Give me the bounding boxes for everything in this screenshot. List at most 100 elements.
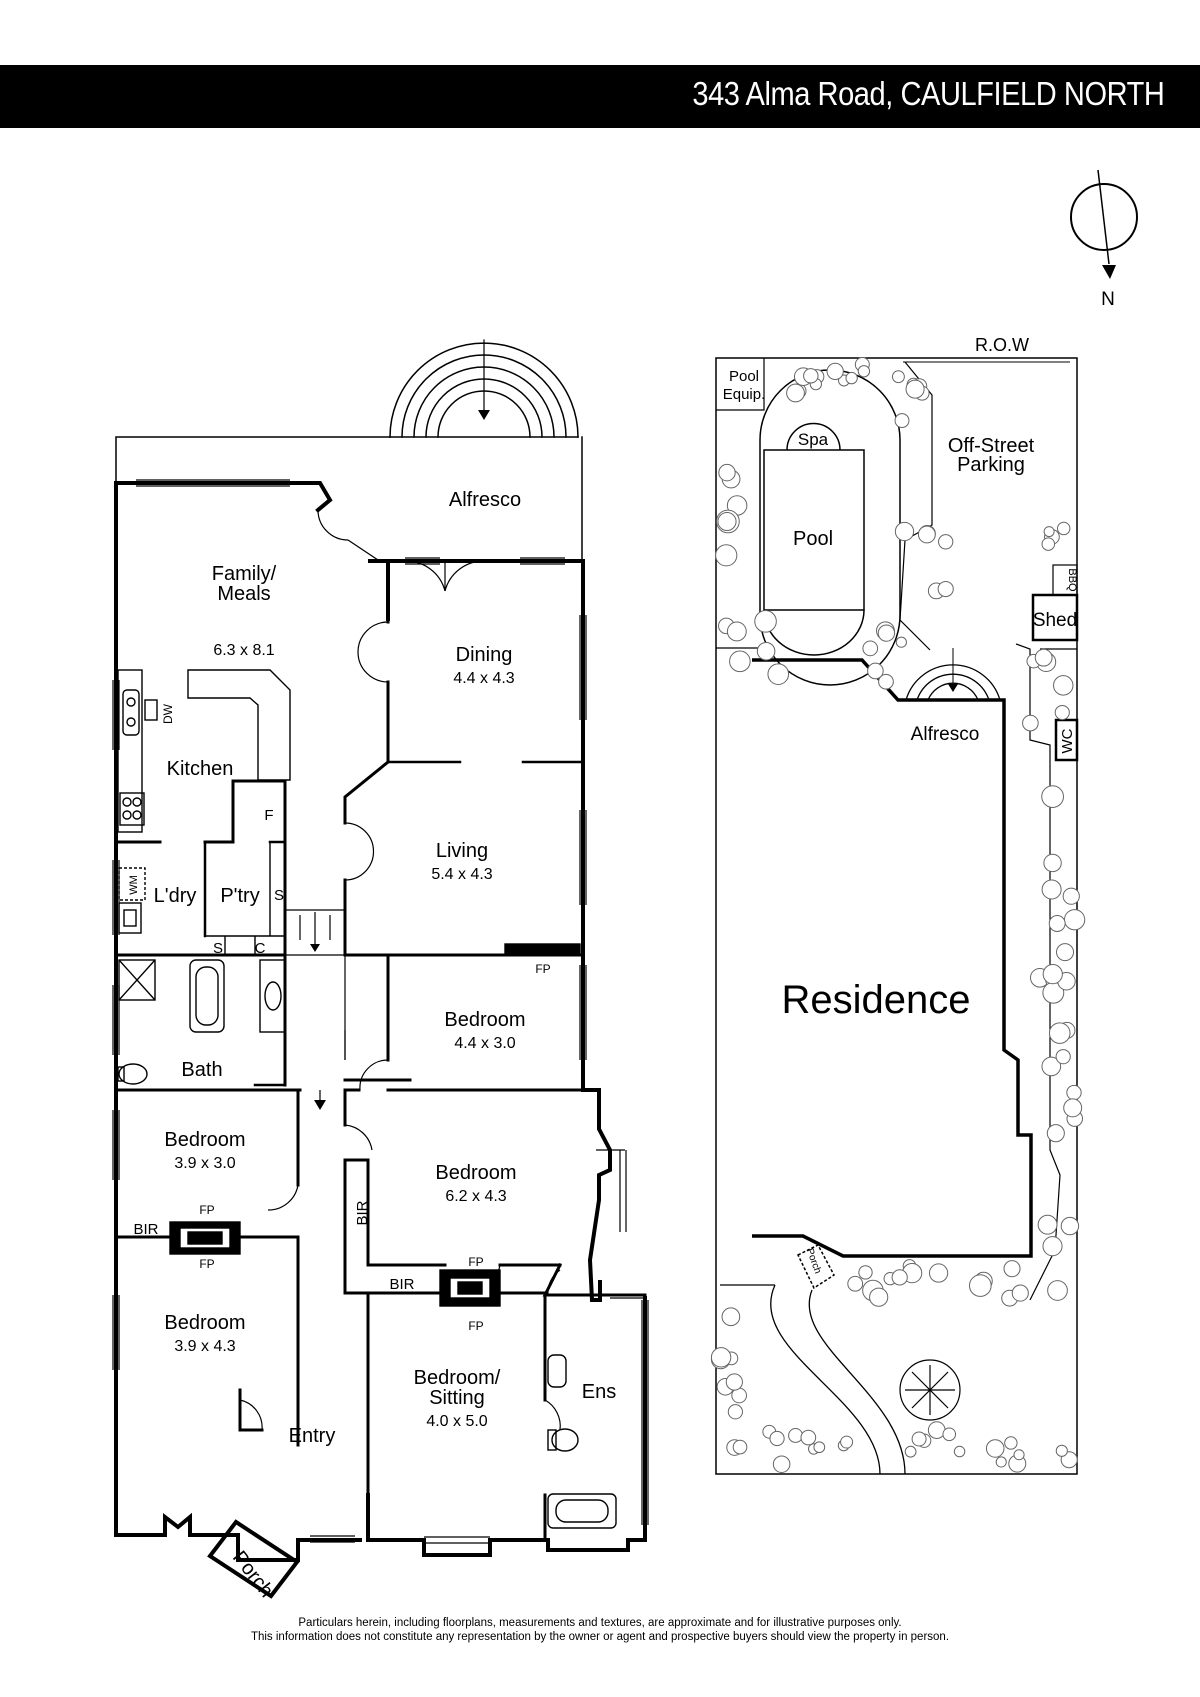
shrub-icon — [1013, 1449, 1025, 1461]
room-living-size: 5.4 x 4.3 — [431, 866, 492, 883]
shrub-icon — [927, 1421, 946, 1439]
shrub-icon — [772, 1455, 791, 1473]
shrub-icon — [1055, 1444, 1068, 1457]
shrub-icon — [1057, 521, 1071, 536]
shrub-icon — [717, 511, 737, 532]
shrub-icon — [857, 365, 871, 378]
property-address: 343 Alma Road, CAULFIELD NORTH — [691, 75, 1165, 112]
label-shed: Shed — [1033, 610, 1077, 631]
label-bbq: BBQ — [1066, 568, 1078, 592]
shrub-icon — [878, 673, 894, 690]
room-bedroom-sitting-2: Sitting — [429, 1387, 485, 1409]
label-pool: Pool — [793, 528, 833, 550]
room-bedroom-sitting-size: 4.0 x 5.0 — [426, 1413, 487, 1430]
disclaimer-line-2: This information does not constitute any… — [250, 1631, 950, 1643]
room-dining-size: 4.4 x 4.3 — [453, 670, 514, 687]
shrub-icon — [727, 1404, 743, 1420]
fixture-s: S — [213, 940, 223, 957]
shrub-icon — [1048, 915, 1066, 932]
shrub-icon — [1043, 853, 1062, 873]
shrub-icon — [858, 1265, 873, 1280]
shrub-icon — [1041, 785, 1064, 808]
room-family-meals-2: Meals — [217, 583, 270, 605]
shrub-icon — [1041, 537, 1056, 551]
shrub-icon — [968, 1274, 992, 1297]
shrub-icon — [1048, 1022, 1071, 1044]
shrub-icon — [726, 621, 747, 642]
room-ensuite: Ens — [582, 1381, 616, 1403]
fixture-fp-3a: FP — [468, 1255, 483, 1269]
room-bedroom-2-size: 3.9 x 3.0 — [174, 1155, 235, 1172]
room-bedroom-sitting: Bedroom/ — [414, 1367, 501, 1389]
shrub-icon — [894, 521, 915, 542]
room-dining: Dining — [456, 644, 513, 666]
shrub-icon — [905, 379, 925, 399]
room-bedroom-3: Bedroom — [435, 1162, 516, 1184]
room-bedroom-1: Bedroom — [444, 1009, 525, 1031]
shrub-icon — [813, 1441, 826, 1454]
shrub-icon — [937, 580, 954, 598]
shrub-icon — [1054, 704, 1070, 721]
shrub-icon — [1043, 526, 1055, 538]
room-bedroom-4-size: 3.9 x 4.3 — [174, 1338, 235, 1355]
label-parking-2: Parking — [957, 454, 1025, 476]
shrub-icon — [985, 1439, 1005, 1458]
room-family-meals: Family/ — [212, 563, 277, 585]
fixture-fp-3b: FP — [468, 1319, 483, 1333]
room-bedroom-4: Bedroom — [164, 1312, 245, 1334]
shrub-icon — [721, 1307, 741, 1327]
label-alfresco: Alfresco — [911, 724, 980, 745]
shrub-icon — [1003, 1260, 1021, 1278]
shrub-icon — [1060, 1216, 1080, 1236]
fixture-bir-1: BIR — [133, 1221, 158, 1238]
label-residence: Residence — [781, 978, 970, 1022]
shrub-icon — [1066, 1084, 1082, 1101]
shrub-icon — [938, 534, 954, 550]
shrub-icon — [895, 636, 907, 648]
shrub-icon — [1063, 909, 1086, 931]
shrub-icon — [1011, 1284, 1029, 1302]
shrub-icon — [891, 1269, 908, 1286]
room-laundry: L'dry — [154, 885, 197, 907]
shrub-icon — [1046, 1124, 1065, 1143]
shrub-icon — [904, 1445, 917, 1458]
shrub-icon — [869, 1287, 889, 1307]
shrub-icon — [840, 1435, 854, 1449]
shrub-icon — [1053, 675, 1074, 696]
label-pool-equip-2: Equip. — [723, 386, 766, 403]
shrub-icon — [1034, 648, 1053, 667]
room-living: Living — [436, 840, 488, 862]
fixture-fp-2b: FP — [199, 1257, 214, 1271]
shrub-icon — [732, 1439, 748, 1455]
shrub-icon — [725, 1373, 743, 1391]
room-entry: Entry — [289, 1425, 336, 1447]
shrub-icon — [729, 650, 751, 673]
fixture-s-pantry: S — [274, 887, 284, 904]
label-spa: Spa — [798, 430, 829, 449]
fixture-c: C — [255, 940, 266, 957]
shrub-icon — [788, 1428, 803, 1443]
shrub-icon — [928, 1263, 949, 1283]
fixture-fridge: F — [264, 807, 273, 824]
label-porch-site: Porch — [804, 1247, 823, 1275]
compass-icon: N — [1070, 169, 1138, 310]
shrub-icons — [710, 357, 1086, 1473]
shrub-icon — [867, 662, 884, 680]
shrub-icon — [803, 368, 819, 384]
fixture-bir-3: BIR — [354, 1200, 371, 1225]
fixture-dw: DW — [161, 703, 175, 724]
compass-label: N — [1101, 289, 1115, 310]
shrub-icon — [953, 1445, 966, 1458]
shrub-icon — [862, 640, 879, 657]
shrub-icon — [877, 624, 896, 642]
shrub-icon — [710, 1347, 732, 1368]
room-bedroom-2: Bedroom — [164, 1129, 245, 1151]
fixture-fp-1: FP — [535, 962, 550, 976]
room-bedroom-3-size: 6.2 x 4.3 — [445, 1188, 506, 1205]
shrub-icon — [826, 362, 844, 381]
shrub-icon — [1055, 1049, 1071, 1065]
fixture-fp-2a: FP — [199, 1203, 214, 1217]
label-pool-equip-1: Pool — [729, 368, 759, 385]
shrub-icon — [847, 1275, 864, 1292]
floorplan-fixtures — [117, 669, 617, 1529]
